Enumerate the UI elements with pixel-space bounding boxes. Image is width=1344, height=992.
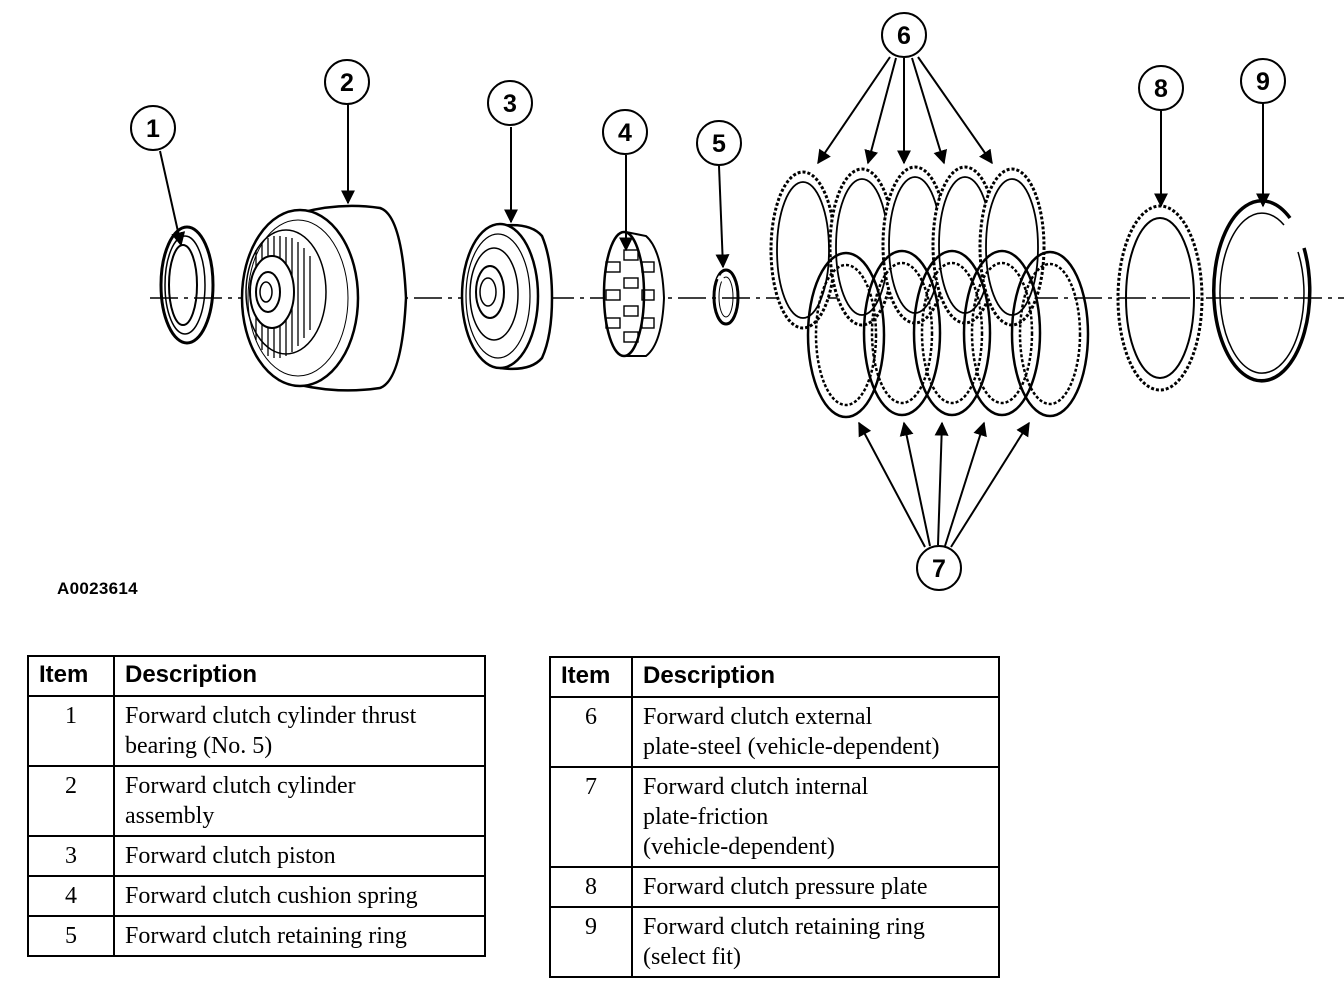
description-column-header: Description bbox=[631, 656, 1000, 698]
item-description: Forward clutch cushion spring bbox=[113, 875, 486, 917]
item-number: 6 bbox=[549, 696, 633, 768]
legend-table-left: Item Description 1 Forward clutch cylind… bbox=[27, 655, 486, 957]
exploded-view-diagram: 1 2 3 4 5 6 7 8 9 bbox=[130, 12, 1344, 591]
svg-text:1: 1 bbox=[146, 115, 160, 143]
svg-text:9: 9 bbox=[1256, 68, 1270, 96]
legend-table-right: Item Description 6 Forward clutch extern… bbox=[549, 656, 1000, 978]
part-internal-friction-plates bbox=[806, 249, 1090, 419]
callout-8: 8 bbox=[1138, 65, 1184, 111]
svg-text:7: 7 bbox=[932, 555, 946, 583]
description-column-header: Description bbox=[113, 655, 486, 697]
callout-1: 1 bbox=[130, 105, 176, 151]
leader-lines bbox=[159, 56, 1270, 548]
part-cushion-spring bbox=[602, 230, 666, 358]
item-column-header: Item bbox=[27, 655, 115, 697]
legend-row: 3 Forward clutch piston bbox=[27, 835, 486, 877]
legend-header-row: Item Description bbox=[549, 656, 1000, 698]
item-number: 4 bbox=[27, 875, 115, 917]
legend-row: 8 Forward clutch pressure plate bbox=[549, 866, 1000, 908]
part-external-steel-plates bbox=[769, 165, 1046, 330]
legend-header-row: Item Description bbox=[27, 655, 486, 697]
item-number: 7 bbox=[549, 766, 633, 868]
part-thrust-bearing bbox=[159, 225, 215, 345]
legend-row: 5 Forward clutch retaining ring bbox=[27, 915, 486, 957]
item-number: 8 bbox=[549, 866, 633, 908]
svg-text:5: 5 bbox=[712, 130, 726, 158]
svg-text:2: 2 bbox=[340, 69, 354, 97]
item-number: 9 bbox=[549, 906, 633, 978]
callout-4: 4 bbox=[602, 109, 648, 155]
callout-9: 9 bbox=[1240, 58, 1286, 104]
callout-6: 6 bbox=[881, 12, 927, 58]
legend-row: 4 Forward clutch cushion spring bbox=[27, 875, 486, 917]
part-retaining-ring-large bbox=[1212, 199, 1312, 383]
item-description: Forward clutch retaining ring bbox=[113, 915, 486, 957]
svg-text:8: 8 bbox=[1154, 75, 1168, 103]
svg-text:6: 6 bbox=[897, 22, 911, 50]
item-column-header: Item bbox=[549, 656, 633, 698]
part-retaining-ring-small bbox=[712, 268, 740, 326]
item-description: Forward clutch retaining ring(select fit… bbox=[631, 906, 1000, 978]
item-description: Forward clutch pressure plate bbox=[631, 866, 1000, 908]
part-clutch-cylinder bbox=[240, 204, 408, 392]
item-description: Forward clutch piston bbox=[113, 835, 486, 877]
svg-text:3: 3 bbox=[503, 90, 517, 118]
callout-3: 3 bbox=[487, 80, 533, 126]
part-piston bbox=[460, 222, 554, 371]
callout-2: 2 bbox=[324, 59, 370, 105]
item-number: 2 bbox=[27, 765, 115, 837]
figure-id: A0023614 bbox=[57, 579, 138, 598]
item-number: 1 bbox=[27, 695, 115, 767]
legend-row: 9 Forward clutch retaining ring(select f… bbox=[549, 906, 1000, 978]
item-number: 5 bbox=[27, 915, 115, 957]
callout-5: 5 bbox=[696, 120, 742, 166]
svg-text:4: 4 bbox=[618, 119, 632, 147]
callout-7: 7 bbox=[916, 545, 962, 591]
item-number: 3 bbox=[27, 835, 115, 877]
